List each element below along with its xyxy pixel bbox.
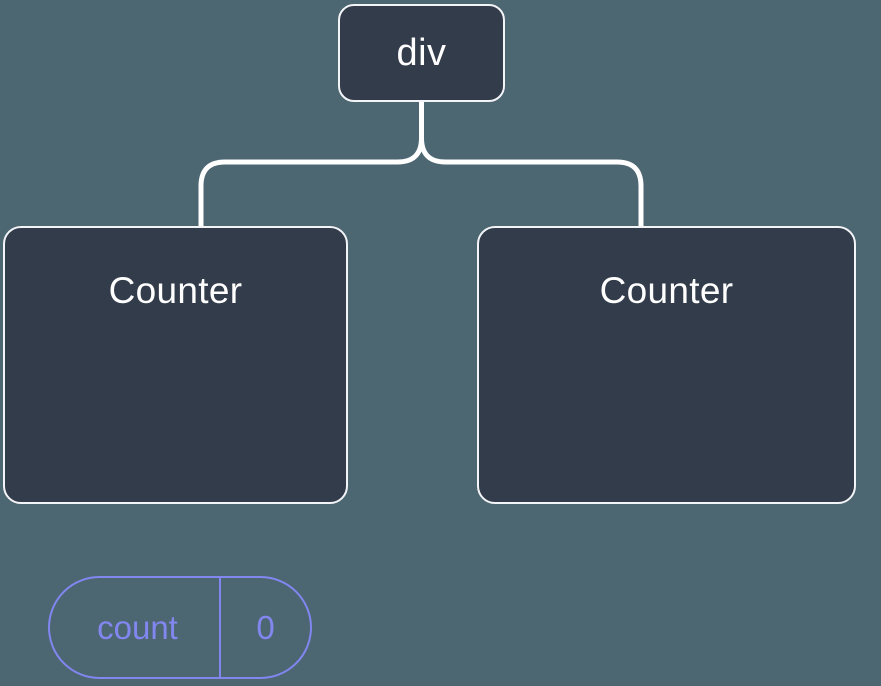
node-div[interactable]: div <box>338 4 505 102</box>
diagram-canvas: div Counter count 0 Counter count 1 <box>3 4 856 679</box>
node-counter-left-title: Counter <box>108 270 243 311</box>
node-counter-right-title: Counter <box>599 270 734 311</box>
state-value-label: 0 <box>256 609 275 646</box>
state-key-label: count <box>50 578 221 677</box>
state-pill-count-left[interactable]: count 0 <box>48 576 312 679</box>
node-counter-left[interactable]: Counter count 0 <box>3 226 348 679</box>
node-div-label: div <box>396 32 447 74</box>
node-counter-right[interactable]: Counter count 1 <box>477 226 856 504</box>
